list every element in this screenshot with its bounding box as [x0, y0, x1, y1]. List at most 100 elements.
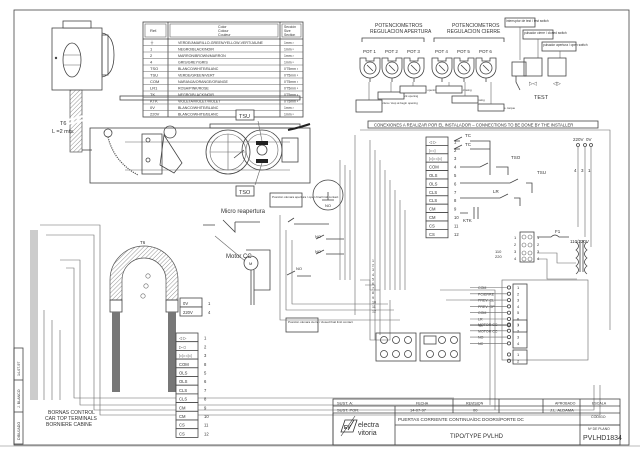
- terminal: 220V 4: [179, 306, 211, 317]
- pot-note: paro en inicio de apertura / stop at beg…: [357, 101, 418, 105]
- terminal-number: 8: [204, 397, 207, 402]
- color-table-ref: 220V: [150, 112, 160, 117]
- potentiometer[interactable]: POT 4: [431, 49, 453, 82]
- plano-number: PVLHD1834: [583, 435, 622, 442]
- car-top-caption-1: BORNAS CONTROL: [48, 410, 95, 416]
- lr-label: LR: [493, 189, 500, 194]
- terminal-label: CS: [179, 423, 185, 428]
- color-table-color: VERDE/AMARILLO-GREEN/YELLOW-VERT/JAUNE: [178, 41, 264, 45]
- motor-pin: 2: [517, 328, 520, 333]
- terminal-label: ▷▷◁◁: [179, 353, 193, 358]
- color-table-color: MARRON/BROWN/MARRON: [178, 54, 226, 58]
- motor-signal: NC: [478, 342, 484, 346]
- terminal-label: CLS: [179, 388, 187, 393]
- color-table-header-seccion: Sección: [284, 25, 296, 29]
- motor-signal: NO: [478, 336, 484, 340]
- drawing-frame: [13, 9, 630, 446]
- harness-wire-number: 6: [372, 282, 374, 286]
- tso-switch-label: TSO: [511, 155, 521, 160]
- harness-wires: [40, 140, 601, 416]
- harness-wire-number: 5: [372, 277, 374, 281]
- terminal-number: 7: [454, 190, 457, 195]
- terminal-label: OLS: [429, 181, 438, 186]
- terminal-label: 220V: [183, 310, 193, 315]
- color-table-ref: KTK: [150, 99, 158, 104]
- drawing-type: TIPO/TYPE PVLHD: [450, 434, 504, 440]
- pot-label: POT 4: [435, 49, 448, 54]
- terminal-label: CS: [429, 223, 435, 228]
- pot-group-title-open: POTENCIOMETROS: [375, 23, 423, 29]
- terminal-label: COM: [429, 165, 439, 170]
- harness-wire-number: 11: [372, 305, 376, 309]
- connector-block-2: [419, 332, 461, 362]
- fuse-label: F1: [555, 229, 561, 234]
- color-table-color: NEGRO/BLACK/NOIR: [178, 48, 214, 52]
- supply-220v-label: 220V: [573, 137, 584, 142]
- aprobado-label: APROBADO: [555, 402, 576, 406]
- signal-name: PREV. OP: [478, 305, 495, 309]
- open-pushbutton[interactable]: [547, 57, 567, 77]
- signal-pin: 5: [517, 310, 520, 315]
- color-table-header-color: Color: [218, 25, 227, 29]
- terminal-label: CS: [179, 431, 185, 436]
- input-220-label: 220: [495, 254, 502, 259]
- motor-signal: MOTOR CC: [478, 323, 498, 327]
- terminal-number: 1: [204, 336, 207, 341]
- electra-vitoria-logo: [340, 415, 358, 437]
- terminal-number: 9: [454, 207, 457, 212]
- potentiometer[interactable]: POT 5: [453, 49, 475, 82]
- transformer-pin-out: 4: [537, 256, 540, 261]
- motor-label: Motor CC: [226, 254, 252, 260]
- pin-icon: [506, 285, 511, 290]
- pot-dial-icon: [407, 61, 421, 75]
- pin-icon: [506, 352, 511, 357]
- revision-value: 00: [473, 408, 478, 413]
- color-table-ref: 4: [150, 60, 153, 65]
- terminal-label: ▷▷◁◁: [429, 156, 443, 161]
- harness-wire-number: 10: [372, 300, 376, 304]
- ktk-label: KTK: [463, 218, 472, 223]
- close-pushbutton[interactable]: [523, 57, 543, 77]
- potentiometer[interactable]: POT 6: [475, 49, 497, 82]
- harness-wire-number: 4: [372, 273, 374, 277]
- pot-notes: [355, 82, 505, 113]
- color-table-ref: TSO: [150, 66, 158, 71]
- terminal-number: 4: [208, 310, 211, 315]
- harness-wire-number: 2: [372, 264, 374, 268]
- color-table-section: 0'75mm ²: [284, 67, 299, 71]
- no-label-2: NO: [315, 249, 321, 254]
- test-switch[interactable]: [511, 61, 527, 77]
- signal-pin: 3: [517, 298, 520, 303]
- motor-pin: 4: [517, 341, 520, 346]
- color-table-ref: TK: [150, 92, 155, 97]
- terminal-number: 1: [208, 301, 211, 306]
- tc2-label: TC: [465, 142, 472, 147]
- no-contact-icon: [312, 179, 344, 211]
- terminal-label: CM: [179, 405, 186, 410]
- tso-label: TSO: [239, 190, 251, 196]
- signal-name: COM: [478, 286, 486, 290]
- potentiometer[interactable]: POT 2: [381, 49, 403, 82]
- potentiometer[interactable]: POT 3: [403, 49, 425, 82]
- signal-name: PCIERRE: [478, 292, 495, 296]
- color-table-section: 1mm ²: [284, 48, 294, 52]
- potentiometer[interactable]: POT 1: [359, 49, 381, 82]
- trailing-cable-label: T6: [140, 240, 146, 245]
- extra-pin: 2: [517, 358, 520, 363]
- pot-group-title-close: POTENCIOMETROS: [452, 23, 500, 29]
- transformer-pin-out: 3: [537, 249, 540, 254]
- color-table-color: BLANCO/WHITE/BLANC: [178, 113, 219, 117]
- close-symbol: ▷◁: [529, 81, 537, 87]
- color-table-header-size: Size: [284, 29, 291, 33]
- signal-pin: 1: [517, 285, 520, 290]
- signal-name: COM: [478, 311, 486, 315]
- signal-name: TK: [478, 324, 483, 328]
- terminal-number: 10: [204, 414, 209, 419]
- transformer-pin-in: 4: [514, 256, 517, 261]
- revision-side-block: [13, 347, 24, 445]
- pot-dial-icon: [435, 61, 449, 75]
- tc-label: TC: [465, 133, 472, 138]
- harness-wire-number: 1: [372, 259, 374, 263]
